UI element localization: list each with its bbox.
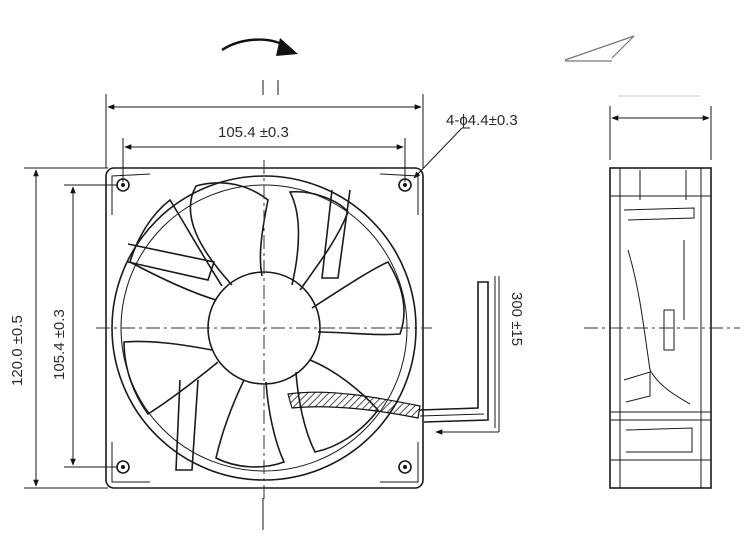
lead-wires: 300 ±15 [419,276,525,435]
overall-height-dimension: 120.0 ±0.5 [9,167,108,489]
hole-dimension-label: 4-ϕ4.4±0.3 [446,112,518,129]
inner-height-dimension-label: 105.4 ±0.3 [51,309,68,380]
wire-channel [287,391,421,419]
hole-spacing-vertical-dimension: 105.4 ±0.3 [51,184,118,468]
mounting-hole [398,460,412,474]
airflow-arrow-icon [564,35,635,62]
fan-front-view [96,160,432,500]
height-dimension-label: 120.0 ±0.5 [9,315,26,386]
motor-struts [127,189,351,471]
fan-blades [123,182,405,468]
rotation-arrow-icon [221,38,298,56]
hole-spacing-horizontal-dimension: 105.4 ±0.3 [122,124,406,182]
lead-length-label: 300 ±15 [508,292,525,346]
mounting-hole [116,460,130,474]
mounting-hole-callout: 4-ϕ4.4±0.3 [413,112,518,179]
width-dimension-label: 105.4 ±0.3 [218,124,289,141]
fan-side-view [584,95,740,489]
overall-width-dimension [105,80,424,168]
mounting-hole [398,178,412,192]
mounting-hole [116,178,130,192]
